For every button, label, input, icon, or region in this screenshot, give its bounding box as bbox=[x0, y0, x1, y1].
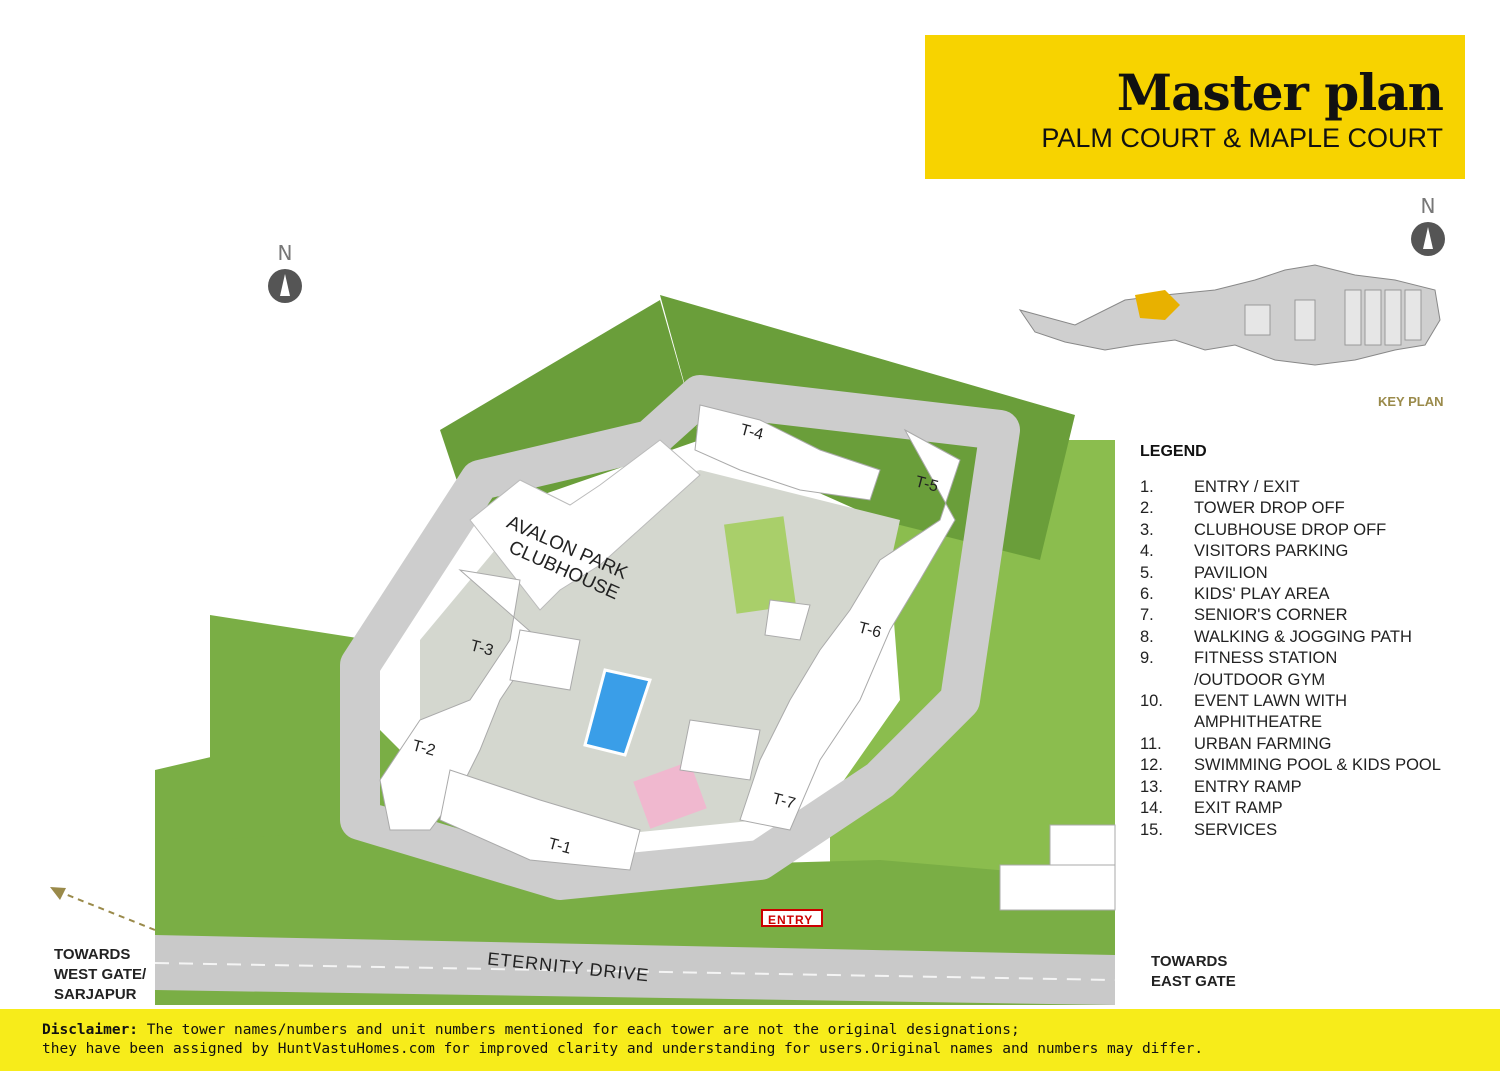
legend-item-text: FITNESS STATION bbox=[1194, 649, 1338, 668]
legend-item-text: SERVICES bbox=[1194, 820, 1278, 839]
legend-item-text: PAVILION bbox=[1194, 563, 1268, 582]
kids-play-area bbox=[633, 761, 707, 829]
legend-item: 11. URBAN FARMING bbox=[1140, 734, 1480, 755]
swimming-pool bbox=[583, 668, 652, 757]
legend-item-number: 1. bbox=[1140, 478, 1154, 496]
legend-item: 2. TOWER DROP OFF bbox=[1140, 498, 1480, 519]
legend-item: 14. EXIT RAMP bbox=[1140, 798, 1480, 819]
title-box: Master plan PALM COURT & MAPLE COURT bbox=[925, 35, 1465, 179]
entry-sign bbox=[761, 909, 823, 927]
clubhouse-building bbox=[469, 439, 701, 611]
legend-item-number bbox=[1140, 670, 1194, 691]
legend-item-text: ENTRY / EXIT bbox=[1194, 478, 1300, 496]
fitness-garden bbox=[210, 615, 370, 840]
legend-title: LEGEND bbox=[1140, 443, 1207, 460]
legend-item: 9. FITNESS STATION bbox=[1140, 648, 1480, 669]
entry-label: ENTRY bbox=[768, 913, 814, 927]
tower-t5-t6-t7 bbox=[739, 428, 961, 831]
key-plan-map bbox=[1018, 264, 1441, 366]
legend-item-number: 8. bbox=[1140, 627, 1154, 646]
tower-blocks bbox=[379, 404, 961, 871]
legend-item-text: EVENT LAWN WITH bbox=[1194, 692, 1348, 711]
legend-item-text: TOWER DROP OFF bbox=[1194, 499, 1345, 518]
tower-t4 bbox=[694, 404, 881, 501]
legend-item-number: 10. bbox=[1140, 692, 1163, 711]
legend-item-number: 4. bbox=[1140, 542, 1154, 561]
legend-item-text: CLUBHOUSE DROP OFF bbox=[1194, 520, 1387, 539]
legend-item-number: 15. bbox=[1140, 820, 1163, 839]
legend-item: 3. CLUBHOUSE DROP OFF bbox=[1140, 520, 1480, 541]
legend-item-number: 9. bbox=[1140, 649, 1154, 668]
tower-t1 bbox=[439, 769, 641, 871]
legend-item: 4. VISITORS PARKING bbox=[1140, 541, 1480, 562]
legend-item: 13. ENTRY RAMP bbox=[1140, 777, 1480, 798]
site-master-plan bbox=[50, 295, 1116, 1005]
legend-item-text: WALKING & JOGGING PATH bbox=[1194, 627, 1412, 646]
legend-item-number: 2. bbox=[1140, 499, 1154, 518]
key-plan-label: KEY PLAN bbox=[1378, 394, 1444, 409]
legend-item-text: URBAN FARMING bbox=[1194, 734, 1332, 753]
event-lawn bbox=[724, 516, 796, 614]
legend-item: 6. KIDS' PLAY AREA bbox=[1140, 584, 1480, 605]
legend-item-number: 11. bbox=[1140, 734, 1162, 753]
legend-item-number: 3. bbox=[1140, 520, 1154, 539]
disclaimer-bar: Disclaimer: The tower names/numbers and … bbox=[0, 1009, 1500, 1071]
legend-item-number: 6. bbox=[1140, 585, 1154, 604]
legend-item: 1. ENTRY / EXIT bbox=[1140, 477, 1480, 498]
legend-item: 8. WALKING & JOGGING PATH bbox=[1140, 627, 1480, 648]
legend-item-text: SWIMMING POOL & KIDS POOL bbox=[1194, 756, 1441, 775]
legend-item-text: KIDS' PLAY AREA bbox=[1194, 585, 1330, 604]
tower-t3-wing bbox=[509, 629, 581, 691]
legend-item-text: AMPHITHEATRE bbox=[1194, 713, 1323, 732]
tower-t7-wing bbox=[679, 719, 761, 781]
legend-item: 5. PAVILION bbox=[1140, 563, 1480, 584]
legend-item-number: 5. bbox=[1140, 563, 1154, 582]
legend-item-number: 12. bbox=[1140, 756, 1163, 775]
page-subtitle: PALM COURT & MAPLE COURT bbox=[1041, 123, 1443, 153]
legend-item: 10. EVENT LAWN WITH bbox=[1140, 691, 1480, 712]
tower-t2-t3 bbox=[379, 569, 541, 831]
legend-item: 12. SWIMMING POOL & KIDS POOL bbox=[1140, 755, 1480, 776]
page-title: Master plan bbox=[1116, 63, 1444, 122]
legend-item-text: /OUTDOOR GYM bbox=[1194, 670, 1326, 689]
legend-item-text: VISITORS PARKING bbox=[1194, 542, 1349, 561]
legend-item-number: 14. bbox=[1140, 799, 1163, 818]
towards-east-label: TOWARDS EAST GATE bbox=[1151, 953, 1236, 990]
legend-item: AMPHITHEATRE bbox=[1140, 712, 1480, 733]
arrow-west-icon bbox=[50, 887, 66, 900]
legend-item-number: 13. bbox=[1140, 777, 1163, 796]
legend: LEGEND 1. ENTRY / EXIT 2. TOWER DROP OFF 3. C… bbox=[1140, 443, 1480, 841]
legend-item-text: EXIT RAMP bbox=[1194, 799, 1283, 818]
legend-item-text: ENTRY RAMP bbox=[1194, 777, 1302, 796]
north-arrow-icon: N bbox=[268, 243, 302, 303]
legend-item-number bbox=[1140, 712, 1194, 733]
legend-item-number: 7. bbox=[1140, 606, 1154, 625]
legend-item: 15. SERVICES bbox=[1140, 820, 1480, 841]
eternity-drive-road bbox=[155, 935, 1115, 1005]
legend-item: /OUTDOOR GYM bbox=[1140, 670, 1480, 691]
north-arrow-icon: N bbox=[1411, 196, 1445, 256]
disclaimer-text: Disclaimer: The tower names/numbers and … bbox=[42, 1022, 1204, 1057]
towards-west-label: TOWARDS WEST GATE/ SARJAPUR bbox=[54, 946, 147, 1003]
legend-item-text: SENIOR'S CORNER bbox=[1194, 606, 1348, 625]
legend-item: 7. SENIOR'S CORNER bbox=[1140, 605, 1480, 626]
